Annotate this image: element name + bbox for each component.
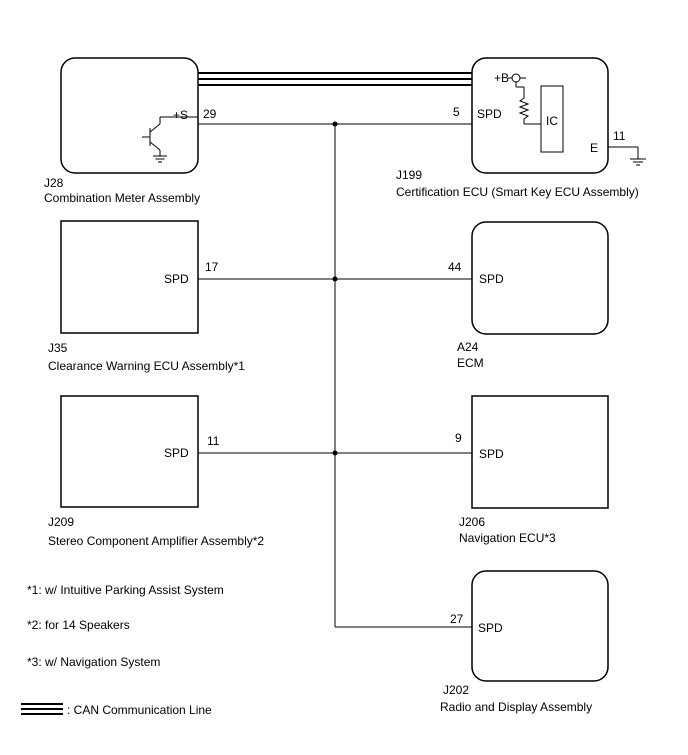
junction-dot <box>332 276 338 282</box>
pin-number: 11 <box>207 434 220 448</box>
stereo-component-amplifier: SPD 11 <box>60 395 220 508</box>
component-name: Navigation ECU*3 <box>459 531 556 545</box>
navigation-ecu: SPD 9 <box>455 395 609 509</box>
pin-number: 44 <box>448 260 462 274</box>
pin-label: SPD <box>479 272 504 286</box>
power-supply-icon <box>508 73 526 98</box>
ground-icon <box>153 155 167 163</box>
pin-number: 9 <box>455 431 462 445</box>
note-3: *3: w/ Navigation System <box>27 655 160 669</box>
pin-label: SPD <box>164 446 189 460</box>
pin-label: SPD <box>164 272 189 286</box>
pin-number: 27 <box>450 612 464 626</box>
pin-number: 17 <box>205 260 219 274</box>
ic-label: IC <box>546 114 558 128</box>
pin-number: 29 <box>203 107 217 121</box>
component-code: J209 <box>48 515 74 529</box>
radio-display-assembly: SPD 27 <box>450 570 609 682</box>
ic-chip <box>540 85 564 153</box>
certification-ecu: IC +B SPD 5 E 11 <box>453 57 626 174</box>
component-code: J199 <box>396 168 422 182</box>
clearance-warning-ecu: SPD 17 <box>60 220 219 334</box>
junction-dot <box>332 121 338 127</box>
legend-can-line: : CAN Communication Line <box>21 703 212 717</box>
combination-meter-assembly: +S 29 <box>60 57 217 174</box>
note-1: *1: w/ Intuitive Parking Assist System <box>27 583 224 597</box>
ground-pin-number: 11 <box>613 129 626 143</box>
component-name: ECM <box>457 356 484 370</box>
component-code: J206 <box>459 515 485 529</box>
ground-icon <box>608 146 646 166</box>
component-code: J202 <box>443 683 469 697</box>
ecm: SPD 44 <box>448 221 609 335</box>
note-2: *2: for 14 Speakers <box>27 618 130 632</box>
pin-number: 5 <box>453 105 460 119</box>
transistor-icon <box>142 116 198 156</box>
can-communication-bus <box>198 72 472 86</box>
pin-label: +S <box>173 108 188 122</box>
legend-label: : CAN Communication Line <box>67 703 212 717</box>
component-code: J28 <box>44 176 64 190</box>
junction-dot <box>332 450 338 456</box>
component-name: Combination Meter Assembly <box>44 191 200 205</box>
component-name: Stereo Component Amplifier Assembly*2 <box>48 534 264 548</box>
component-name: Certification ECU (Smart Key ECU Assembl… <box>396 185 639 199</box>
spd-signal-wiring <box>198 121 472 628</box>
pin-label: SPD <box>477 107 502 121</box>
resistor-icon <box>518 97 530 124</box>
component-code: J35 <box>48 341 68 355</box>
pin-label: SPD <box>479 447 504 461</box>
component-name: Clearance Warning ECU Assembly*1 <box>48 359 245 373</box>
component-name: Radio and Display Assembly <box>440 700 592 714</box>
pin-label: SPD <box>478 621 503 635</box>
supply-label: +B <box>494 71 509 85</box>
component-code: A24 <box>457 340 479 354</box>
ground-label: E <box>590 141 598 155</box>
